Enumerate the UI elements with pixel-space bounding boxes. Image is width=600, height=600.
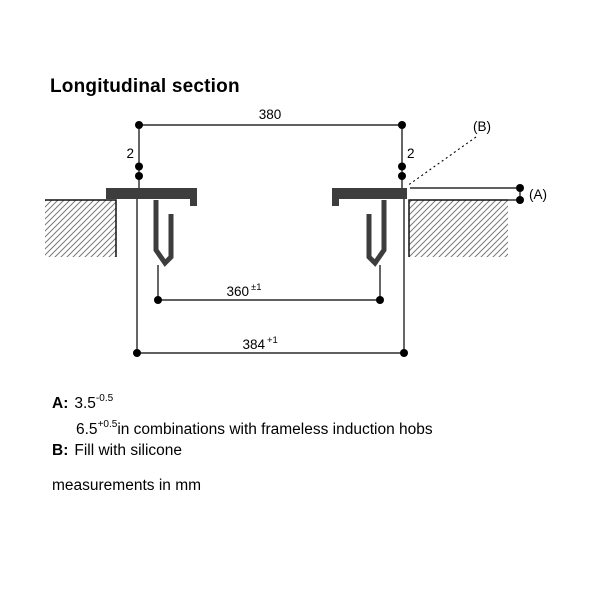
reference-b: (B) <box>406 119 491 187</box>
dim-2-left-label: 2 <box>126 146 134 161</box>
hob-profile-right <box>332 188 407 267</box>
note-a2-value: 6.5 <box>76 420 98 438</box>
reference-a: (A) <box>410 184 547 204</box>
worktop-left-section <box>45 199 117 257</box>
worktop-right-section <box>408 199 508 257</box>
dimension-360: 360 ±1 <box>154 265 384 304</box>
measurement-unit-note: measurements in mm <box>52 477 202 494</box>
dim-384-label: 384 <box>242 337 265 352</box>
fixing-clamp-left <box>153 200 174 267</box>
dim-380-label: 380 <box>259 107 282 122</box>
note-a-tolerance: -0.5 <box>95 393 114 404</box>
dim-360-tolerance: ±1 <box>251 282 262 293</box>
page-title: Longitudinal section <box>50 76 240 97</box>
hob-profile-left <box>106 188 197 267</box>
note-a2-text: in combinations with frameless induction… <box>117 420 433 438</box>
note-b-text: Fill with silicone <box>74 442 183 460</box>
ref-b-label: (B) <box>473 119 491 134</box>
note-a2-tolerance: +0.5 <box>97 418 118 430</box>
dim-2-right-label: 2 <box>407 146 415 161</box>
dim-384-tolerance: +1 <box>267 335 278 346</box>
dimension-384: 384 +1 <box>133 199 408 357</box>
note-a: A: 3.5-0.5 <box>52 389 433 415</box>
dimension-380: 380 <box>135 107 406 188</box>
note-b-key: B: <box>52 442 69 460</box>
ref-a-label: (A) <box>529 187 547 202</box>
note-b: B: Fill with silicone <box>52 440 433 462</box>
note-a-value: 3.5 <box>74 395 96 413</box>
note-a2: 6.5+0.5in combinations with frameless in… <box>52 415 433 441</box>
fixing-clamp-right <box>366 200 387 267</box>
note-a-key: A: <box>52 395 69 413</box>
dimension-2-right: 2 <box>398 146 415 180</box>
dim-360-label: 360 <box>226 284 249 299</box>
legend-notes: A: 3.5-0.5 6.5+0.5in combinations with fr… <box>52 389 433 462</box>
dimension-2-left: 2 <box>126 146 143 180</box>
